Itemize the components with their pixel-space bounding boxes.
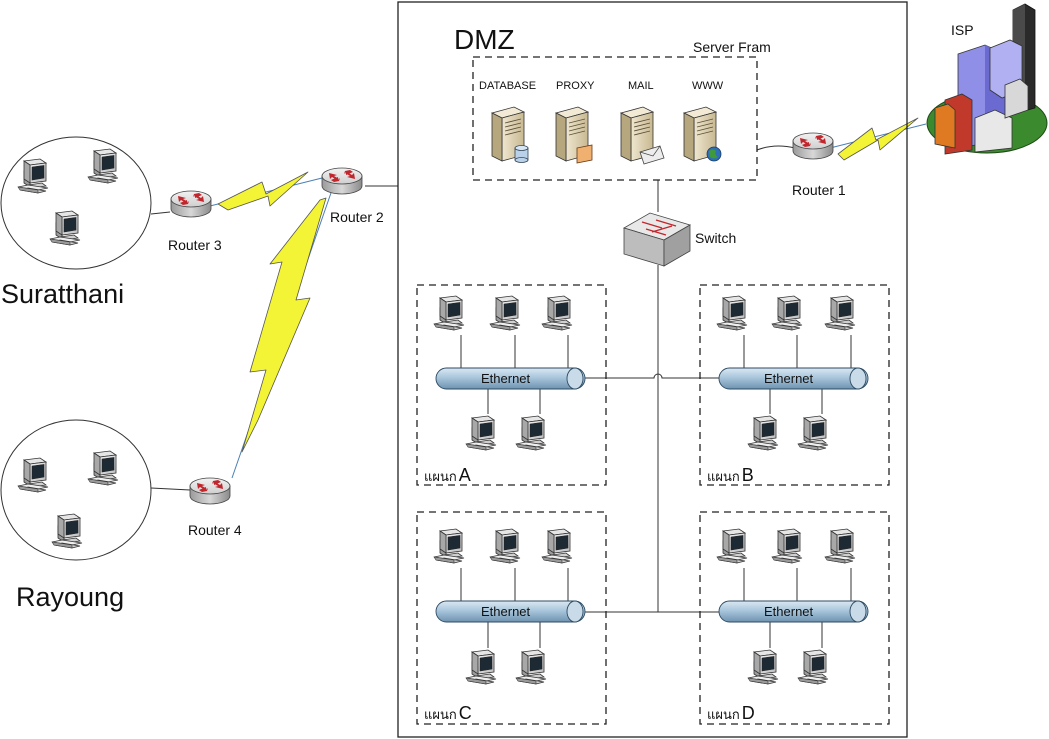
computer-icon [515,649,547,685]
server-label: PROXY [556,80,595,92]
ethernet-bus: Ethernet [718,367,869,390]
ethernet-label: Ethernet [481,604,531,619]
ethernet-bus: Ethernet [435,600,586,623]
computer-icon [541,528,573,564]
switch-icon [622,212,692,267]
router-label: Router 3 [168,237,222,253]
computer-icon [515,415,547,451]
router-label: Router 1 [792,182,846,198]
site-cloud [0,136,152,270]
computer-icon [17,457,49,493]
city-buildings-icon [926,3,1048,155]
computer-icon [465,415,497,451]
department-box [699,284,890,486]
isp-label: ISP [951,22,974,38]
server-label: MAIL [628,80,654,92]
site-suratthani: Suratthani [0,136,152,309]
server-farm-label: Server Fram [693,39,771,55]
router-icon [321,167,363,195]
globe-icon [706,146,722,162]
router-icon [189,477,231,505]
computer-icon [433,528,465,564]
router-icon [792,132,834,160]
proxy-box-icon [576,144,593,164]
computer-icon [771,528,803,564]
computer-icon [51,513,83,549]
router-label: Router 4 [188,522,242,538]
ethernet-bus: Ethernet [718,600,869,623]
router-label: Router 2 [330,209,384,225]
computer-icon [465,649,497,685]
ethernet-bus: Ethernet [435,367,586,390]
server-label: WWW [692,80,724,92]
computer-icon [87,148,119,184]
computer-icon [797,415,829,451]
computer-icon [824,528,856,564]
site-rayoung: Rayoung [0,419,152,612]
server-label: DATABASE [479,80,536,92]
dmz-title: DMZ [454,24,515,55]
department-box [416,511,607,725]
computer-icon [49,210,81,246]
computer-icon [747,649,779,685]
department-box [699,511,890,725]
computer-icon [797,649,829,685]
router-icon [170,190,212,218]
computer-icon [541,295,573,331]
server-www: WWW [683,80,724,162]
computer-icon [489,295,521,331]
computer-icon [747,415,779,451]
envelope-icon [639,145,665,165]
database-cylinder-icon [514,145,529,163]
computer-icon [17,158,49,194]
computer-icon [489,528,521,564]
server-proxy: PROXY [555,80,595,164]
router-4: Router 4 [188,477,242,538]
computer-icon [87,450,119,486]
lightning-link-icon [217,117,919,453]
server-database: DATABASE [479,80,536,163]
router-1: Router 1 [792,132,846,198]
computer-icon [824,295,856,331]
ethernet-label: Ethernet [764,604,814,619]
router-3: Router 3 [168,190,222,253]
computer-icon [433,295,465,331]
dmz-zone-border [397,1,908,738]
router-2: Router 2 [321,167,384,225]
site-cloud [0,419,152,561]
site-label: Rayoung [16,582,124,612]
computer-icon [716,295,748,331]
server-mail: MAIL [620,80,665,165]
ethernet-label: Ethernet [481,371,531,386]
computer-icon [716,528,748,564]
isp-node: ISP [926,3,1048,155]
computer-icon [771,295,803,331]
department-box [416,284,607,486]
ethernet-label: Ethernet [764,371,814,386]
site-label: Suratthani [1,279,124,309]
switch-label: Switch [695,230,736,246]
